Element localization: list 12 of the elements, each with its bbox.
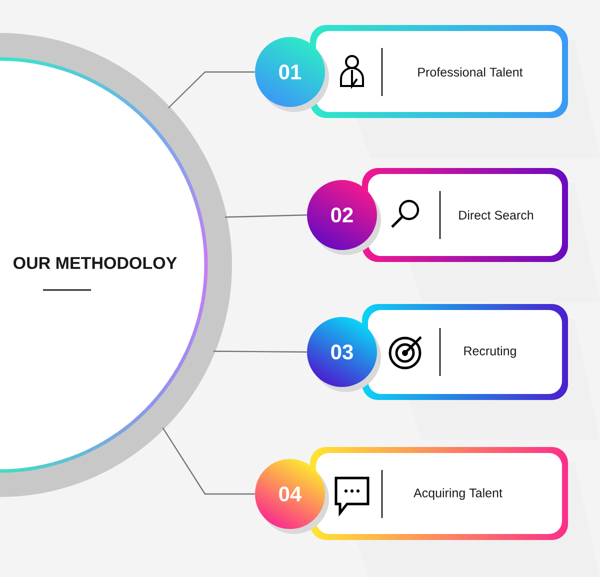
card: 02 Direct Search: [307, 174, 562, 256]
connector-line: [162, 427, 255, 495]
card: 03 Recruting: [307, 310, 562, 394]
card: 01 Professional Talent: [255, 31, 562, 112]
node-label: 04: [279, 486, 302, 502]
card: 04 Acquiring Talent: [255, 453, 562, 534]
connector-line: [168, 71, 255, 108]
connector-line: [225, 214, 307, 218]
connector-line: [213, 350, 307, 353]
node-label: 01: [279, 64, 302, 80]
node-label: Recruting: [464, 346, 516, 358]
node-label: Direct Search: [459, 210, 534, 220]
